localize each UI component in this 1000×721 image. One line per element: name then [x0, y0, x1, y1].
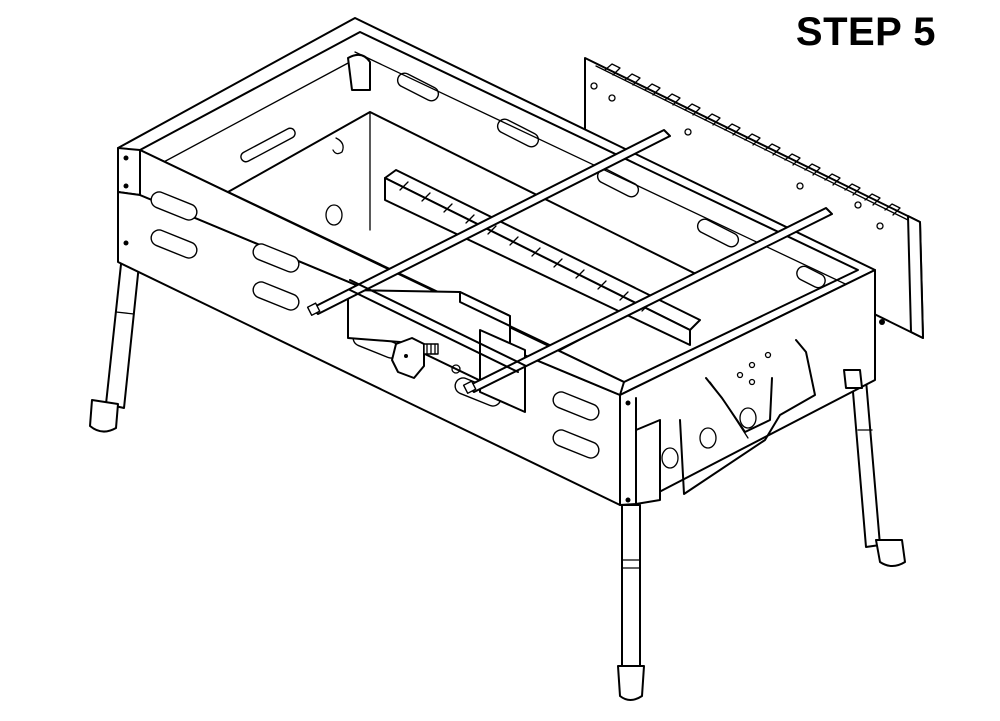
rotisserie-skewers: [306, 129, 833, 394]
step-title: STEP 5: [795, 10, 936, 54]
handle-wire: [679, 339, 816, 495]
skewer-rack: [384, 169, 701, 346]
knob: [391, 337, 439, 379]
legs-back: [89, 254, 906, 567]
legs-front: [617, 369, 863, 701]
